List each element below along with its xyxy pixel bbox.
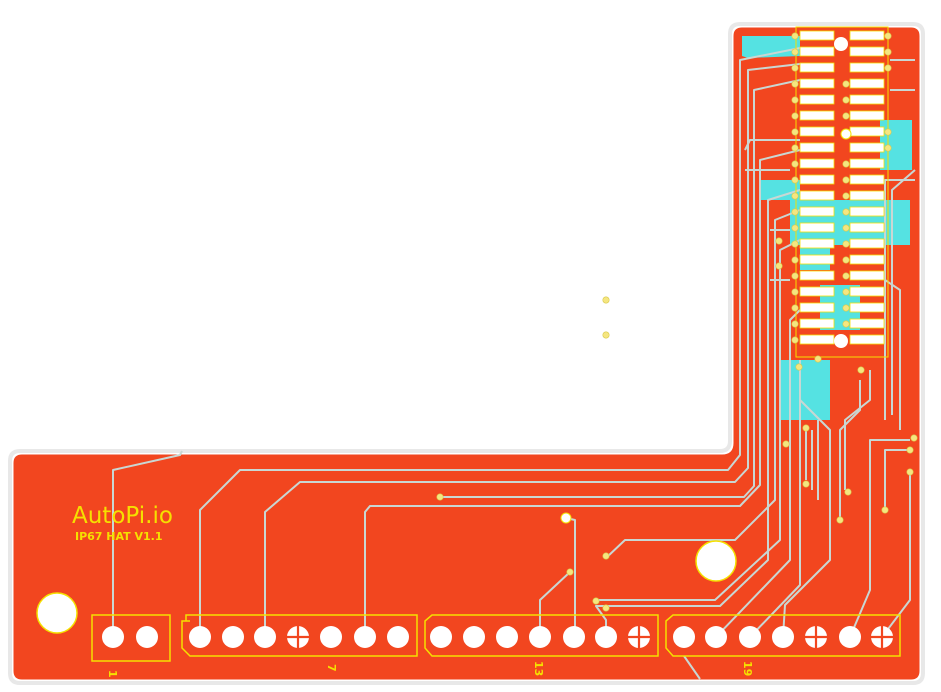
right-pad-column	[849, 30, 885, 345]
mounting-hole-left	[36, 592, 78, 634]
connector-mount-hole-top	[834, 37, 848, 51]
connector-silk-frame	[795, 26, 889, 358]
connector-mount-hole-mid	[840, 128, 852, 140]
traces	[112, 47, 916, 680]
vias	[436, 32, 918, 612]
left-pad-column	[799, 30, 835, 345]
mounting-hole-center	[695, 540, 737, 582]
vertical-connector	[795, 26, 889, 358]
header-frames	[91, 614, 901, 662]
copper-pour	[13, 27, 920, 680]
thermal-reliefs	[285, 624, 895, 650]
board-model-label: IP67 HAT V1.1	[75, 530, 163, 543]
header-label-pin-1: 1	[106, 670, 119, 678]
small-via-test-point	[560, 512, 572, 524]
header-pins	[102, 626, 893, 648]
header-label-pin-7: 7	[325, 664, 338, 672]
brand-logo-text: AutoPi.io	[72, 503, 173, 529]
board-outline	[8, 22, 925, 685]
header-label-pin-19: 19	[741, 661, 754, 676]
header-label-pin-13: 13	[532, 661, 545, 676]
connector-mount-hole-bottom	[834, 334, 848, 348]
